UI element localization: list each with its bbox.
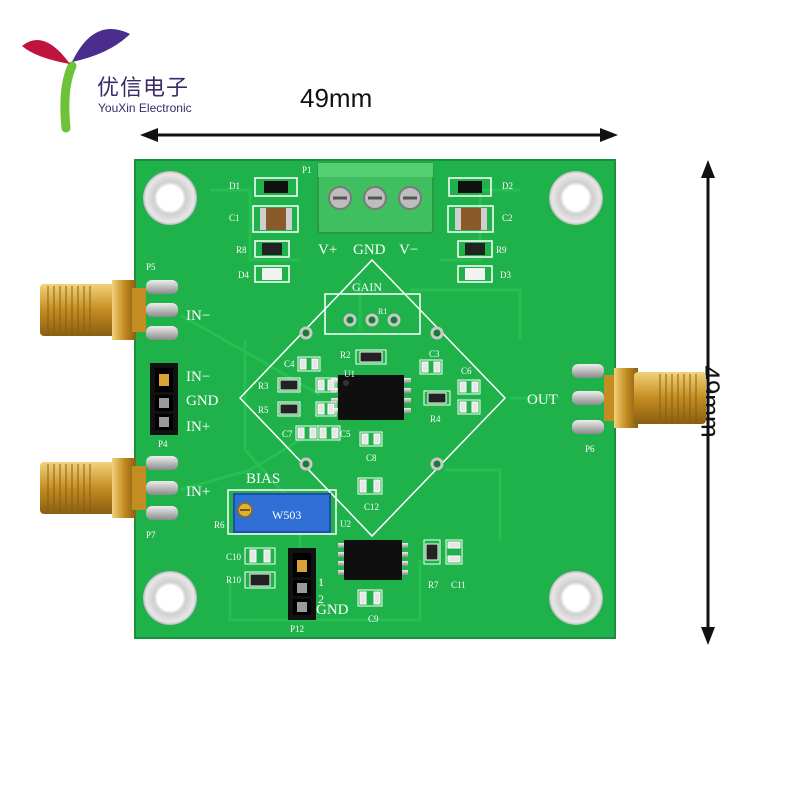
capacitor-icon [252,205,494,233]
label-vminus: V− [399,242,418,258]
ref-C9: C9 [368,614,379,624]
brand-name-en: YouXin Electronic [98,101,192,115]
ref-D3: D3 [500,270,511,280]
label-vplus: V+ [318,242,337,258]
label-jumper-gnd: GND [186,393,219,409]
ref-R7: R7 [428,580,439,590]
ref-C7: C7 [282,429,293,439]
silk-diamond [238,258,507,538]
label-jumper-1: 1 [318,575,324,589]
ref-C12: C12 [364,502,379,512]
sma-connector-icon [40,456,178,520]
label-in-plus-sma: IN+ [186,484,210,500]
smd-pads [244,349,481,607]
ref-D1: D1 [229,181,240,191]
label-gnd-power: GND [353,242,386,258]
ref-R8: R8 [236,245,247,255]
ref-C1: C1 [229,213,240,223]
ref-R5: R5 [258,405,269,415]
label-jumper-in-minus: IN− [186,369,210,385]
label-out: OUT [527,392,558,408]
ref-C8: C8 [366,453,377,463]
ref-R1: R1 [378,307,387,316]
trim-potentiometer-icon [227,489,337,535]
resistor-icon [254,240,493,258]
u2-chip-icon [338,540,408,580]
label-bias-gnd: GND [316,602,349,618]
ref-P4: P4 [158,439,168,449]
ref-C6: C6 [461,366,472,376]
led-icon [254,265,493,283]
diode-icon [254,177,492,197]
logo-mark-icon [22,28,130,133]
ref-R4: R4 [430,414,441,424]
ref-C4: C4 [284,359,295,369]
ref-R6: R6 [214,520,225,530]
terminal-block-icon [317,162,434,234]
silkscreen-text: P1 V+ GND V− D1 D2 C1 C2 R8 R9 D4 D3 GAI… [146,165,595,634]
jumper-header-icon [150,363,316,620]
width-dimension-label: 49mm [300,83,373,113]
ref-C2: C2 [502,213,513,223]
via-icon [299,313,444,471]
ref-C3: C3 [429,349,440,359]
ref-P7: P7 [146,530,156,540]
brand-name-cn: 优信电子 [97,76,190,101]
sma-connector-icon [572,364,706,434]
ref-R10: R10 [226,575,242,585]
ref-R2: R2 [340,350,351,360]
label-gain: GAIN [352,280,382,294]
label-bias: BIAS [246,471,280,487]
ref-D2: D2 [502,181,513,191]
label-in-minus-sma: IN− [186,308,210,324]
gain-footprint [324,293,421,335]
label-jumper-2: 2 [318,592,324,606]
ref-C11: C11 [451,580,466,590]
ref-D4: D4 [238,270,249,280]
ref-P1: P1 [302,165,312,175]
ref-R9: R9 [496,245,507,255]
ref-P5: P5 [146,262,156,272]
ref-R3: R3 [258,381,269,391]
ref-U2: U2 [340,519,351,529]
ref-C10: C10 [226,552,242,562]
sma-connector-icon [40,280,178,340]
ref-P6: P6 [585,444,595,454]
pot-marking: W503 [272,508,301,522]
ref-C5: C5 [340,429,351,439]
ref-P12: P12 [290,624,304,634]
label-jumper-in-plus: IN+ [186,419,210,435]
brand-logo [14,18,134,133]
ref-U1: U1 [344,369,355,379]
mounting-hole-icon [143,171,603,625]
copper-traces [179,188,560,622]
opamp-chip-icon [331,375,411,420]
